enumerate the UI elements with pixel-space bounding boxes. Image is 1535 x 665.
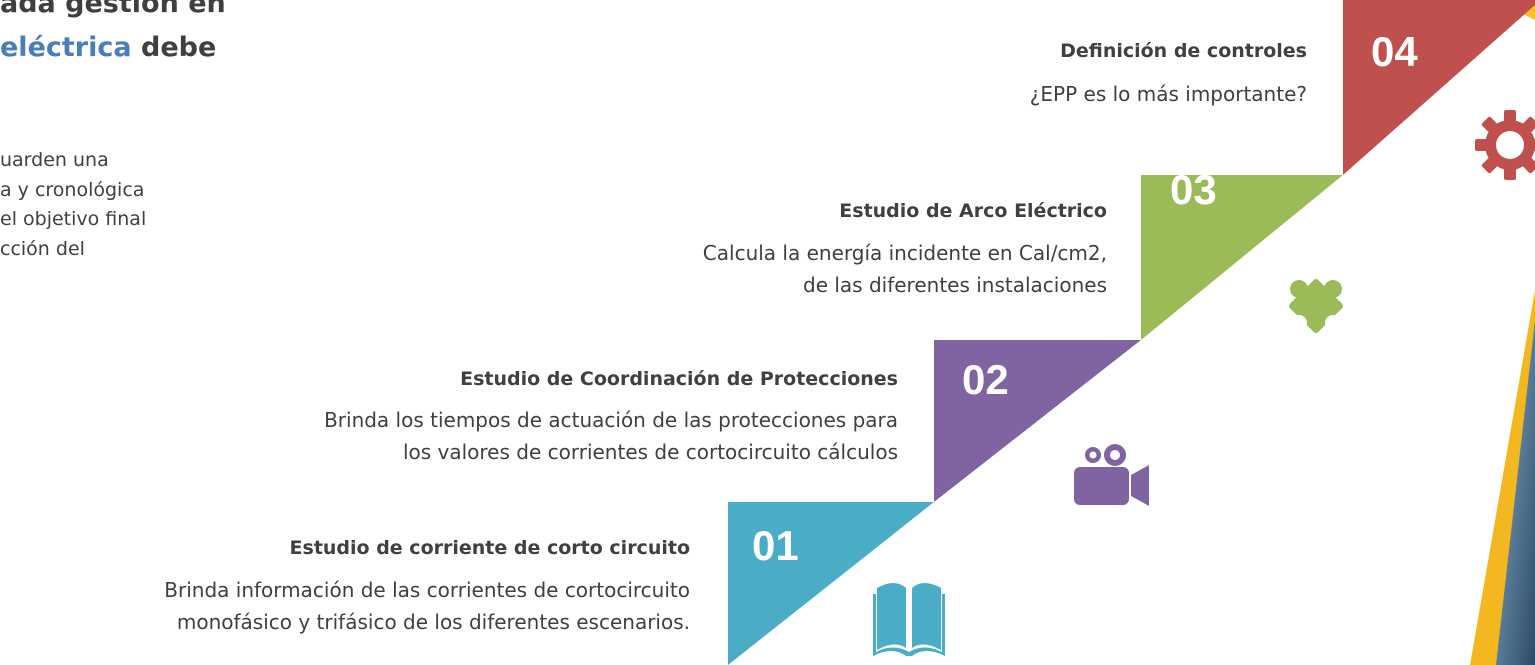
step-03-shape (1141, 175, 1343, 340)
heading-accent-word: eléctrica (0, 32, 132, 63)
gear-icon (1475, 110, 1535, 180)
step-01-description: Brinda información de las corrientes de … (164, 575, 690, 638)
step-04-number: 04 (1371, 28, 1418, 75)
step-01-description-line-1: Brinda información de las corrientes de … (164, 578, 690, 602)
step-02-number: 02 (962, 356, 1009, 403)
heading-line-2-rest: debe (131, 32, 217, 63)
intro-line-4: cción del (0, 237, 85, 260)
step-02-shape (934, 340, 1141, 502)
step-02-title: Estudio de Coordinación de Protecciones (460, 368, 898, 390)
intro-paragraph: uarden una a y cronológica el objetivo f… (0, 146, 146, 264)
step-01-description-line-2: monofásico y trifásico de los diferentes… (176, 609, 690, 634)
step-01-shape (728, 502, 934, 665)
step-04-title: Definición de controles (1060, 40, 1307, 62)
step-03-description-line-2: de las diferentes instalaciones (803, 272, 1107, 297)
heading-line-2: eléctrica debe (0, 26, 226, 70)
step-03-number: 03 (1170, 166, 1217, 213)
step-04-description-line: ¿EPP es lo más importante? (1029, 82, 1307, 106)
puzzle-piece-icon (1288, 278, 1344, 334)
step-01-number: 01 (752, 522, 799, 569)
step-02-description: Brinda los tiempos de actuación de las p… (324, 405, 898, 468)
heading-line-1: ada gestión en (0, 0, 226, 19)
step-04-description: ¿EPP es lo más importante? (1030, 79, 1307, 111)
heading: ada gestión en eléctrica debe (0, 0, 226, 70)
intro-line-2: a y cronológica (0, 178, 145, 201)
step-01-title: Estudio de corriente de corto circuito (289, 537, 690, 559)
photo-panel-image (1496, 320, 1535, 665)
video-camera-icon (1074, 444, 1149, 506)
step-02-description-line-1: Brinda los tiempos de actuación de las p… (324, 408, 898, 432)
intro-line-1: uarden una (0, 149, 109, 171)
step-04-shape (1343, 0, 1535, 175)
step-03-description: Calcula la energía incidente en Cal/cm2,… (703, 238, 1107, 301)
open-book-icon (873, 583, 945, 656)
step-03-description-line-1: Calcula la energía incidente en Cal/cm2, (702, 241, 1107, 265)
intro-line-3: el objetivo final (0, 208, 147, 230)
step-03-title: Estudio de Arco Eléctrico (839, 200, 1107, 222)
step-02-description-line-2: los valores de corrientes de cortocircui… (402, 439, 898, 464)
